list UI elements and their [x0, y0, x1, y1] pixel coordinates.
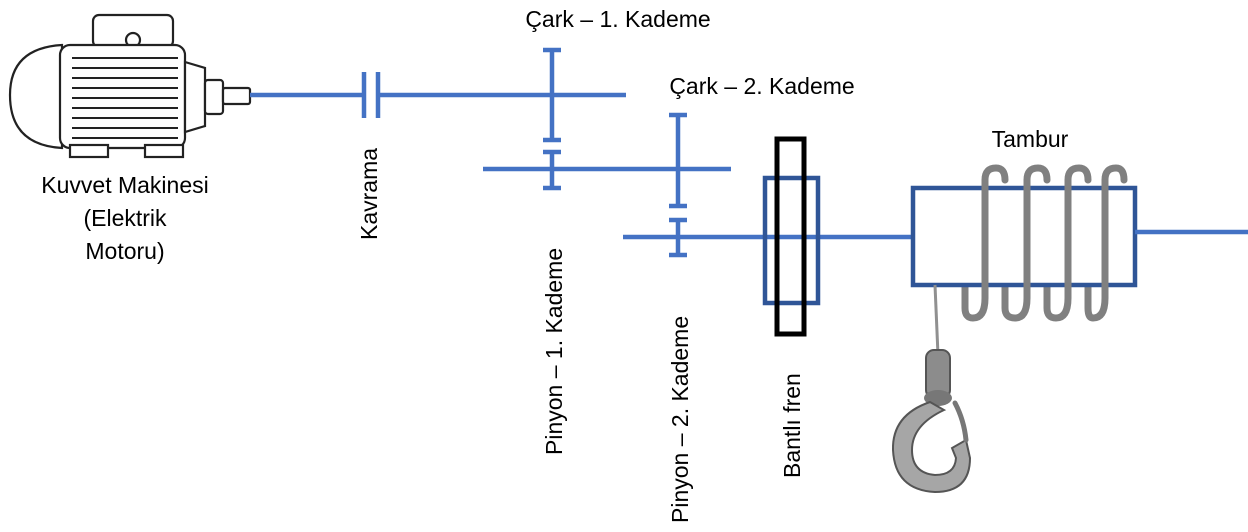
label-pinion-stage-1: Pinyon – 1. Kademe — [541, 248, 567, 455]
label-gear-stage-1: Çark – 1. Kademe — [525, 6, 710, 32]
brake-band — [774, 136, 807, 337]
gear-stage-2 — [669, 112, 687, 209]
electric-motor-icon — [8, 13, 252, 159]
drum-rope-front — [981, 181, 1109, 294]
label-drum: Tambur — [992, 126, 1069, 152]
pinion-stage-2 — [669, 217, 687, 258]
label-pinion-stage-2: Pinyon – 2. Kademe — [667, 316, 693, 523]
label-motor-line-2: (Elektrik — [83, 205, 167, 231]
drum-rope-coil — [961, 164, 1128, 322]
label-gear-stage-2: Çark – 2. Kademe — [669, 73, 854, 99]
gear-stage-1 — [543, 47, 561, 143]
label-motor-line-1: Kuvvet Makinesi — [41, 172, 208, 198]
crane-hook-icon — [891, 349, 972, 494]
brake-disc — [762, 175, 821, 306]
label-coupling: Kavrama — [356, 148, 382, 240]
hoist-rope — [933, 284, 940, 356]
label-motor-line-3: Motoru) — [85, 238, 164, 264]
pinion-stage-1 — [543, 149, 561, 191]
label-brake: Bantlı fren — [779, 373, 805, 478]
